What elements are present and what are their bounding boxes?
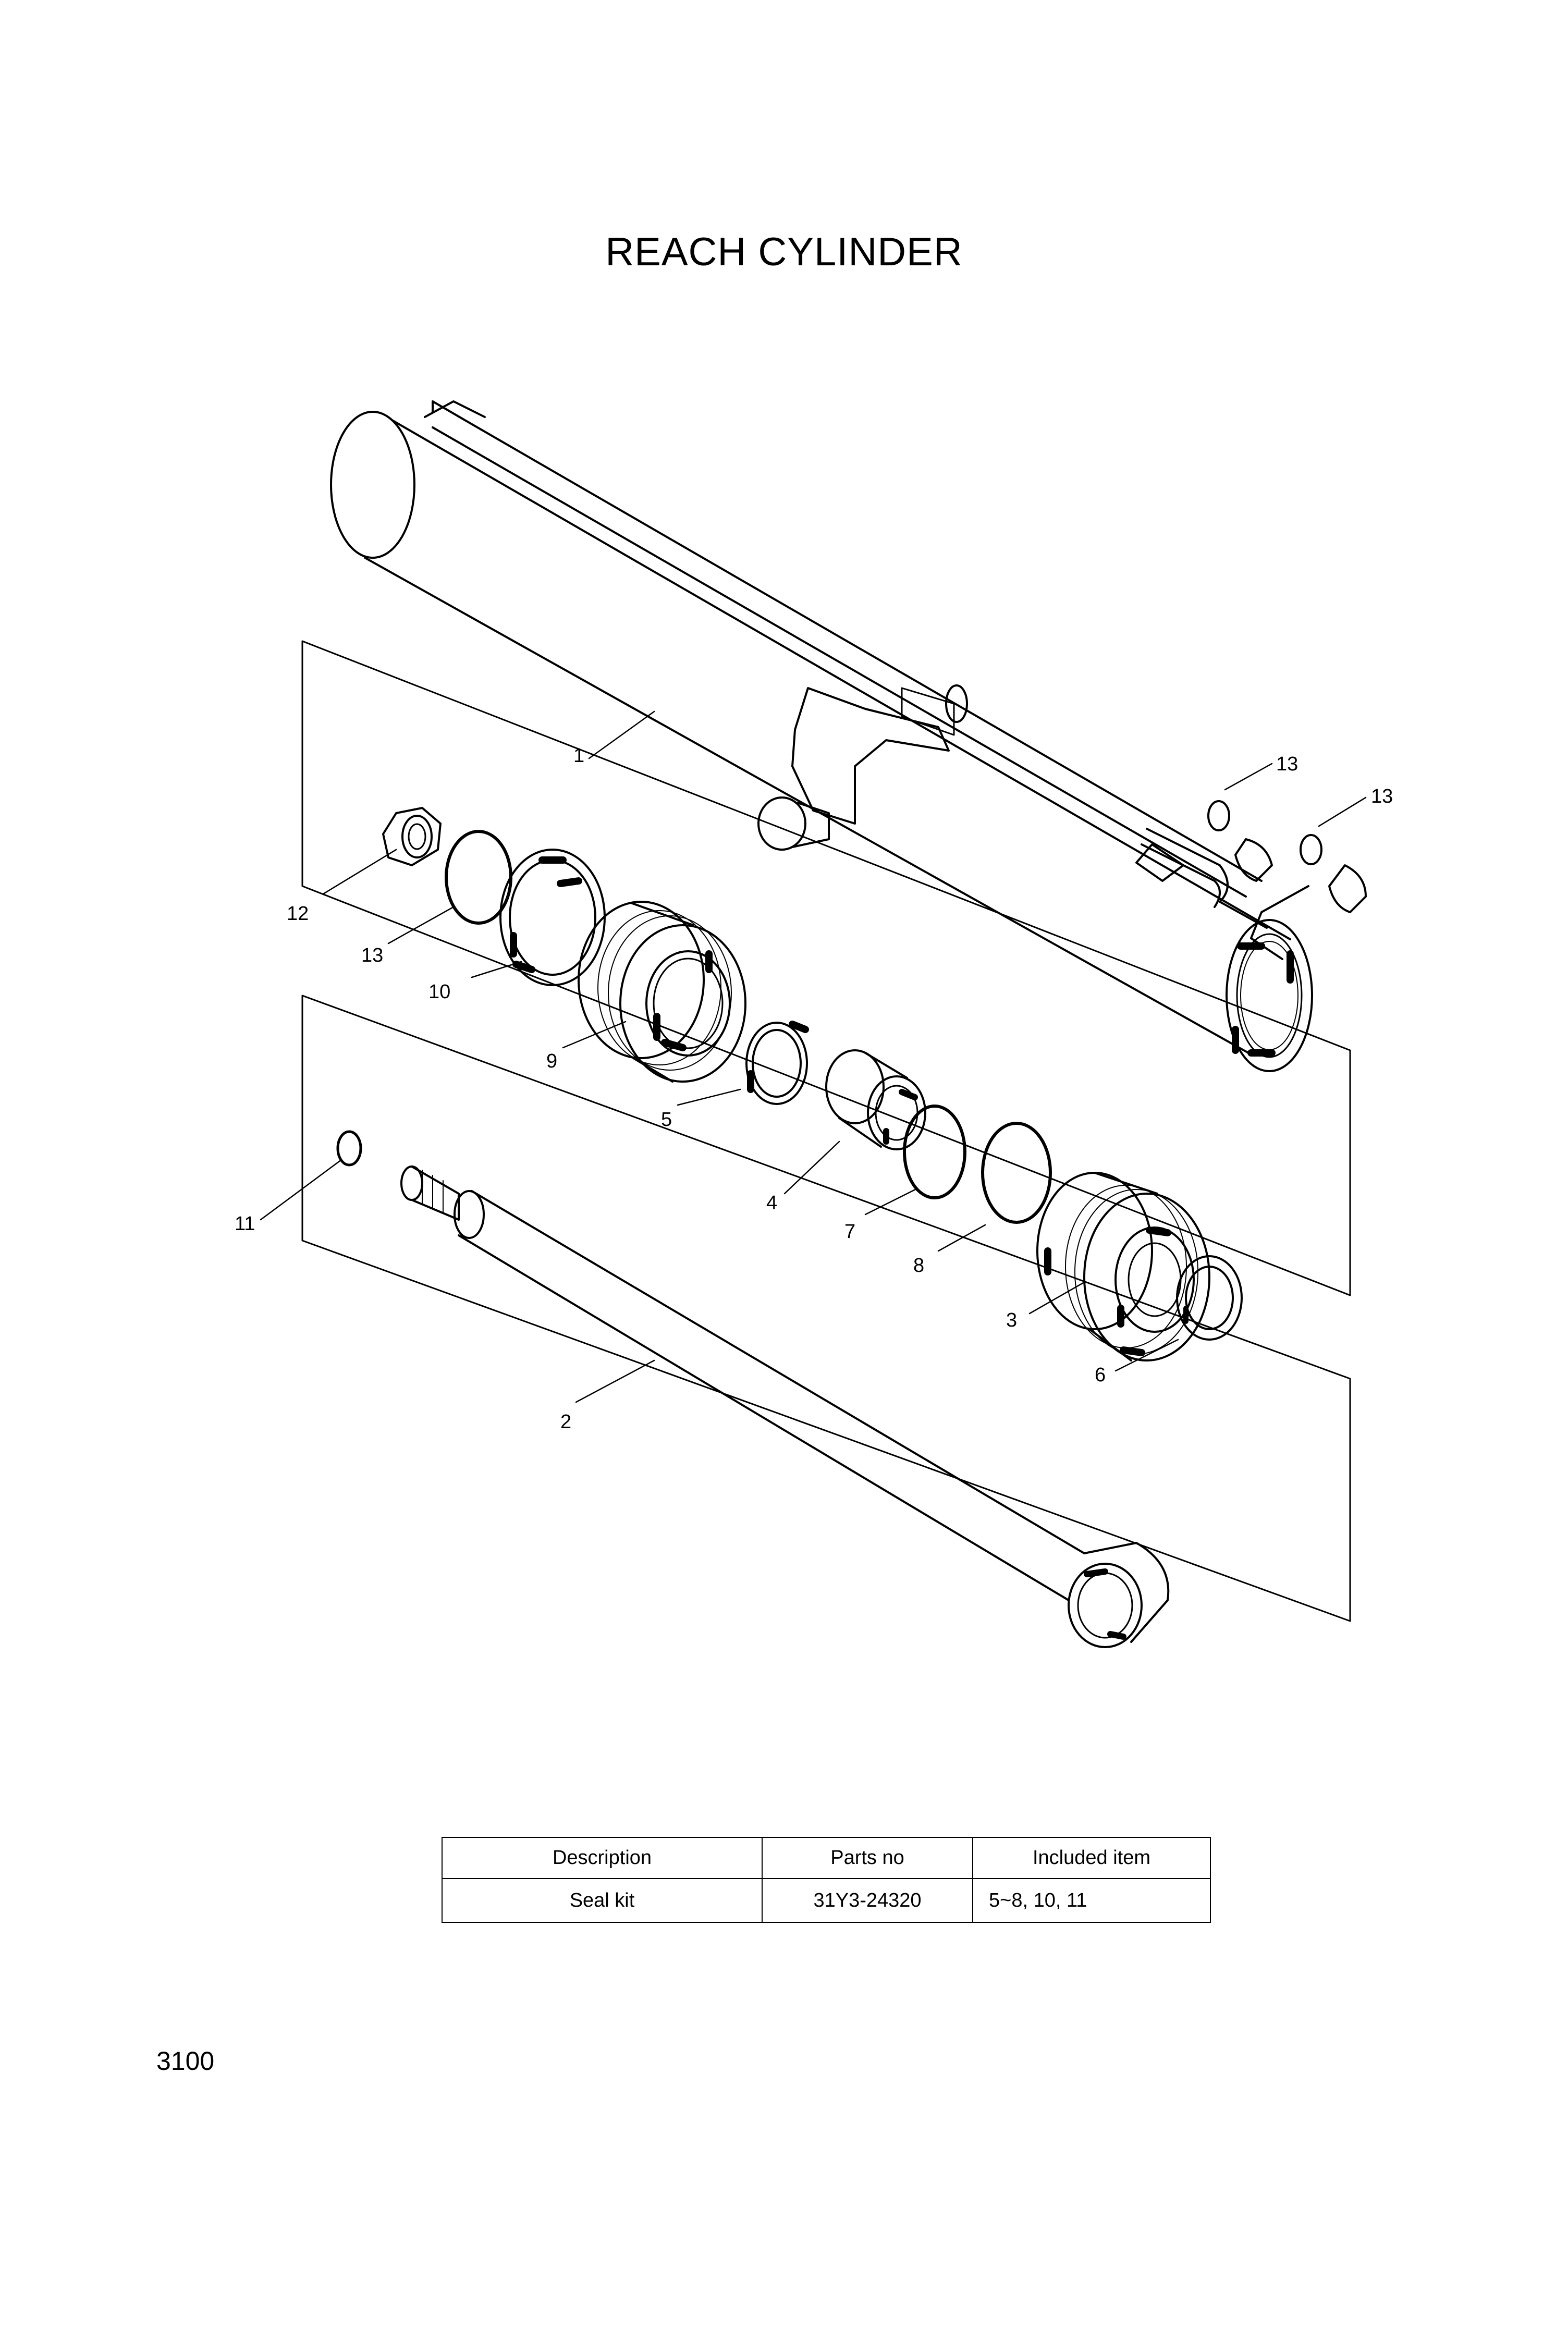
table-row: Seal kit 31Y3-24320 5~8, 10, 11 xyxy=(442,1878,1211,1923)
callout-11: 11 xyxy=(235,1213,255,1235)
header-parts-no: Parts no xyxy=(762,1837,973,1879)
cell-description: Seal kit xyxy=(442,1878,763,1923)
table-header-row: Description Parts no Included item xyxy=(442,1837,1211,1879)
callout-5: 5 xyxy=(661,1109,672,1131)
callout-7: 7 xyxy=(844,1221,855,1243)
page-number: 3100 xyxy=(156,2046,215,2076)
callout-8: 8 xyxy=(913,1255,924,1277)
cell-parts-no: 31Y3-24320 xyxy=(762,1878,973,1923)
callout-9: 9 xyxy=(546,1050,557,1072)
dust-wiper xyxy=(1176,1255,1243,1341)
cylinder-tube xyxy=(301,400,1367,1296)
o-ring-7 xyxy=(903,1105,966,1199)
callout-4: 4 xyxy=(766,1192,777,1214)
callout-2: 2 xyxy=(560,1411,571,1433)
o-ring-11 xyxy=(336,1130,362,1167)
spacer-sleeve xyxy=(825,1049,926,1150)
wear-ring xyxy=(745,1021,809,1105)
rod-gland xyxy=(301,995,1351,1622)
seal-kit-table: Description Parts no Included item Seal … xyxy=(442,1837,1211,1923)
callout-labels: 1 2 3 4 5 6 7 8 9 10 11 12 13 13 13 xyxy=(235,745,1393,1433)
lock-nut xyxy=(382,807,442,866)
page-title: REACH CYLINDER xyxy=(605,230,963,274)
header-description: Description xyxy=(442,1837,763,1879)
callout-3: 3 xyxy=(1006,1309,1017,1331)
callout-13a: 13 xyxy=(1276,753,1298,775)
cell-included-item: 5~8, 10, 11 xyxy=(972,1878,1211,1923)
o-ring-13b xyxy=(1300,834,1322,865)
backup-ring xyxy=(499,849,606,986)
callout-6: 6 xyxy=(1095,1364,1106,1386)
header-included-item: Included item xyxy=(972,1837,1211,1879)
o-ring-13a xyxy=(1207,800,1230,831)
callout-13b: 13 xyxy=(1371,786,1393,807)
leader-lines xyxy=(260,710,1367,1403)
callout-12: 12 xyxy=(287,903,309,925)
callout-1: 1 xyxy=(573,745,584,767)
o-ring-8 xyxy=(981,1122,1052,1224)
callout-10: 10 xyxy=(428,981,450,1003)
piston xyxy=(578,901,746,1083)
callout-13c: 13 xyxy=(361,944,383,966)
piston-rod xyxy=(400,1166,1170,1648)
